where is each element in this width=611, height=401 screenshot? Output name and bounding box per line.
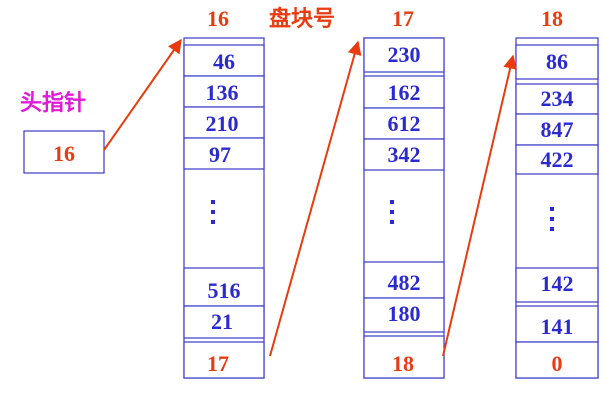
block-16-value: 210 xyxy=(206,111,239,136)
block-16-ellipsis xyxy=(211,200,215,224)
block-16-value: 516 xyxy=(208,278,241,303)
arrow-block-16-to-17 xyxy=(269,40,362,357)
block-16-cell xyxy=(183,75,265,108)
head-pointer-box xyxy=(23,130,105,174)
block-number-17-header: 17 xyxy=(392,6,414,31)
block-17: 230 162 612 342 482 180 18 xyxy=(363,37,445,379)
block-16-value: 46 xyxy=(213,49,235,74)
block-16-next-cell xyxy=(183,341,265,379)
block-16-next-pointer: 17 xyxy=(207,351,229,376)
block-16-value: 21 xyxy=(211,309,233,334)
block-18-value: 422 xyxy=(541,147,574,172)
block-18-value: 141 xyxy=(541,314,574,339)
block-17-value: 230 xyxy=(388,42,421,67)
block-18-value: 234 xyxy=(541,86,574,111)
block-number-title: 盘块号 xyxy=(269,6,335,32)
block-17-cell xyxy=(363,138,445,171)
block-16-cell xyxy=(183,137,265,170)
block-18-value: 847 xyxy=(541,117,574,142)
block-16-value: 136 xyxy=(206,80,239,105)
block-18-value: 142 xyxy=(541,271,574,296)
block-17-value: 612 xyxy=(388,111,421,136)
block-18-value: 86 xyxy=(546,49,568,74)
block-number-18-header: 18 xyxy=(541,6,563,31)
block-18-cell xyxy=(515,83,599,115)
block-17-cell xyxy=(363,297,445,333)
block-18-ellipsis xyxy=(550,207,554,231)
block-17-ellipsis xyxy=(390,200,394,224)
block-17-value: 180 xyxy=(388,301,421,326)
block-18-cell xyxy=(515,267,599,303)
block-18-next-pointer: 0 xyxy=(552,351,563,376)
block-16-value: 97 xyxy=(209,142,231,167)
head-pointer-label: 头指针 xyxy=(20,90,86,116)
arrow-block-17-to-18 xyxy=(442,54,517,357)
block-16: 46 136 210 97 516 21 17 xyxy=(183,37,265,379)
block-17-value: 482 xyxy=(388,270,421,295)
block-17-value: 342 xyxy=(388,142,421,167)
block-17-next-cell xyxy=(363,335,445,379)
block-18-cell xyxy=(515,144,599,175)
block-18-cell xyxy=(515,113,599,146)
block-17-cell xyxy=(363,37,445,73)
block-18-cell xyxy=(515,44,599,80)
block-18-cell xyxy=(515,305,599,343)
block-18: 86 234 847 422 142 141 0 xyxy=(515,37,599,379)
block-17-cell xyxy=(363,75,445,109)
arrow-head-to-block-16 xyxy=(103,38,182,151)
block-number-16-header: 16 xyxy=(207,6,229,31)
block-16-cell xyxy=(183,305,265,339)
head-pointer-value: 16 xyxy=(53,141,75,166)
block-18-next-cell xyxy=(515,341,599,379)
block-17-value: 162 xyxy=(388,80,421,105)
block-17-next-pointer: 18 xyxy=(392,351,414,376)
